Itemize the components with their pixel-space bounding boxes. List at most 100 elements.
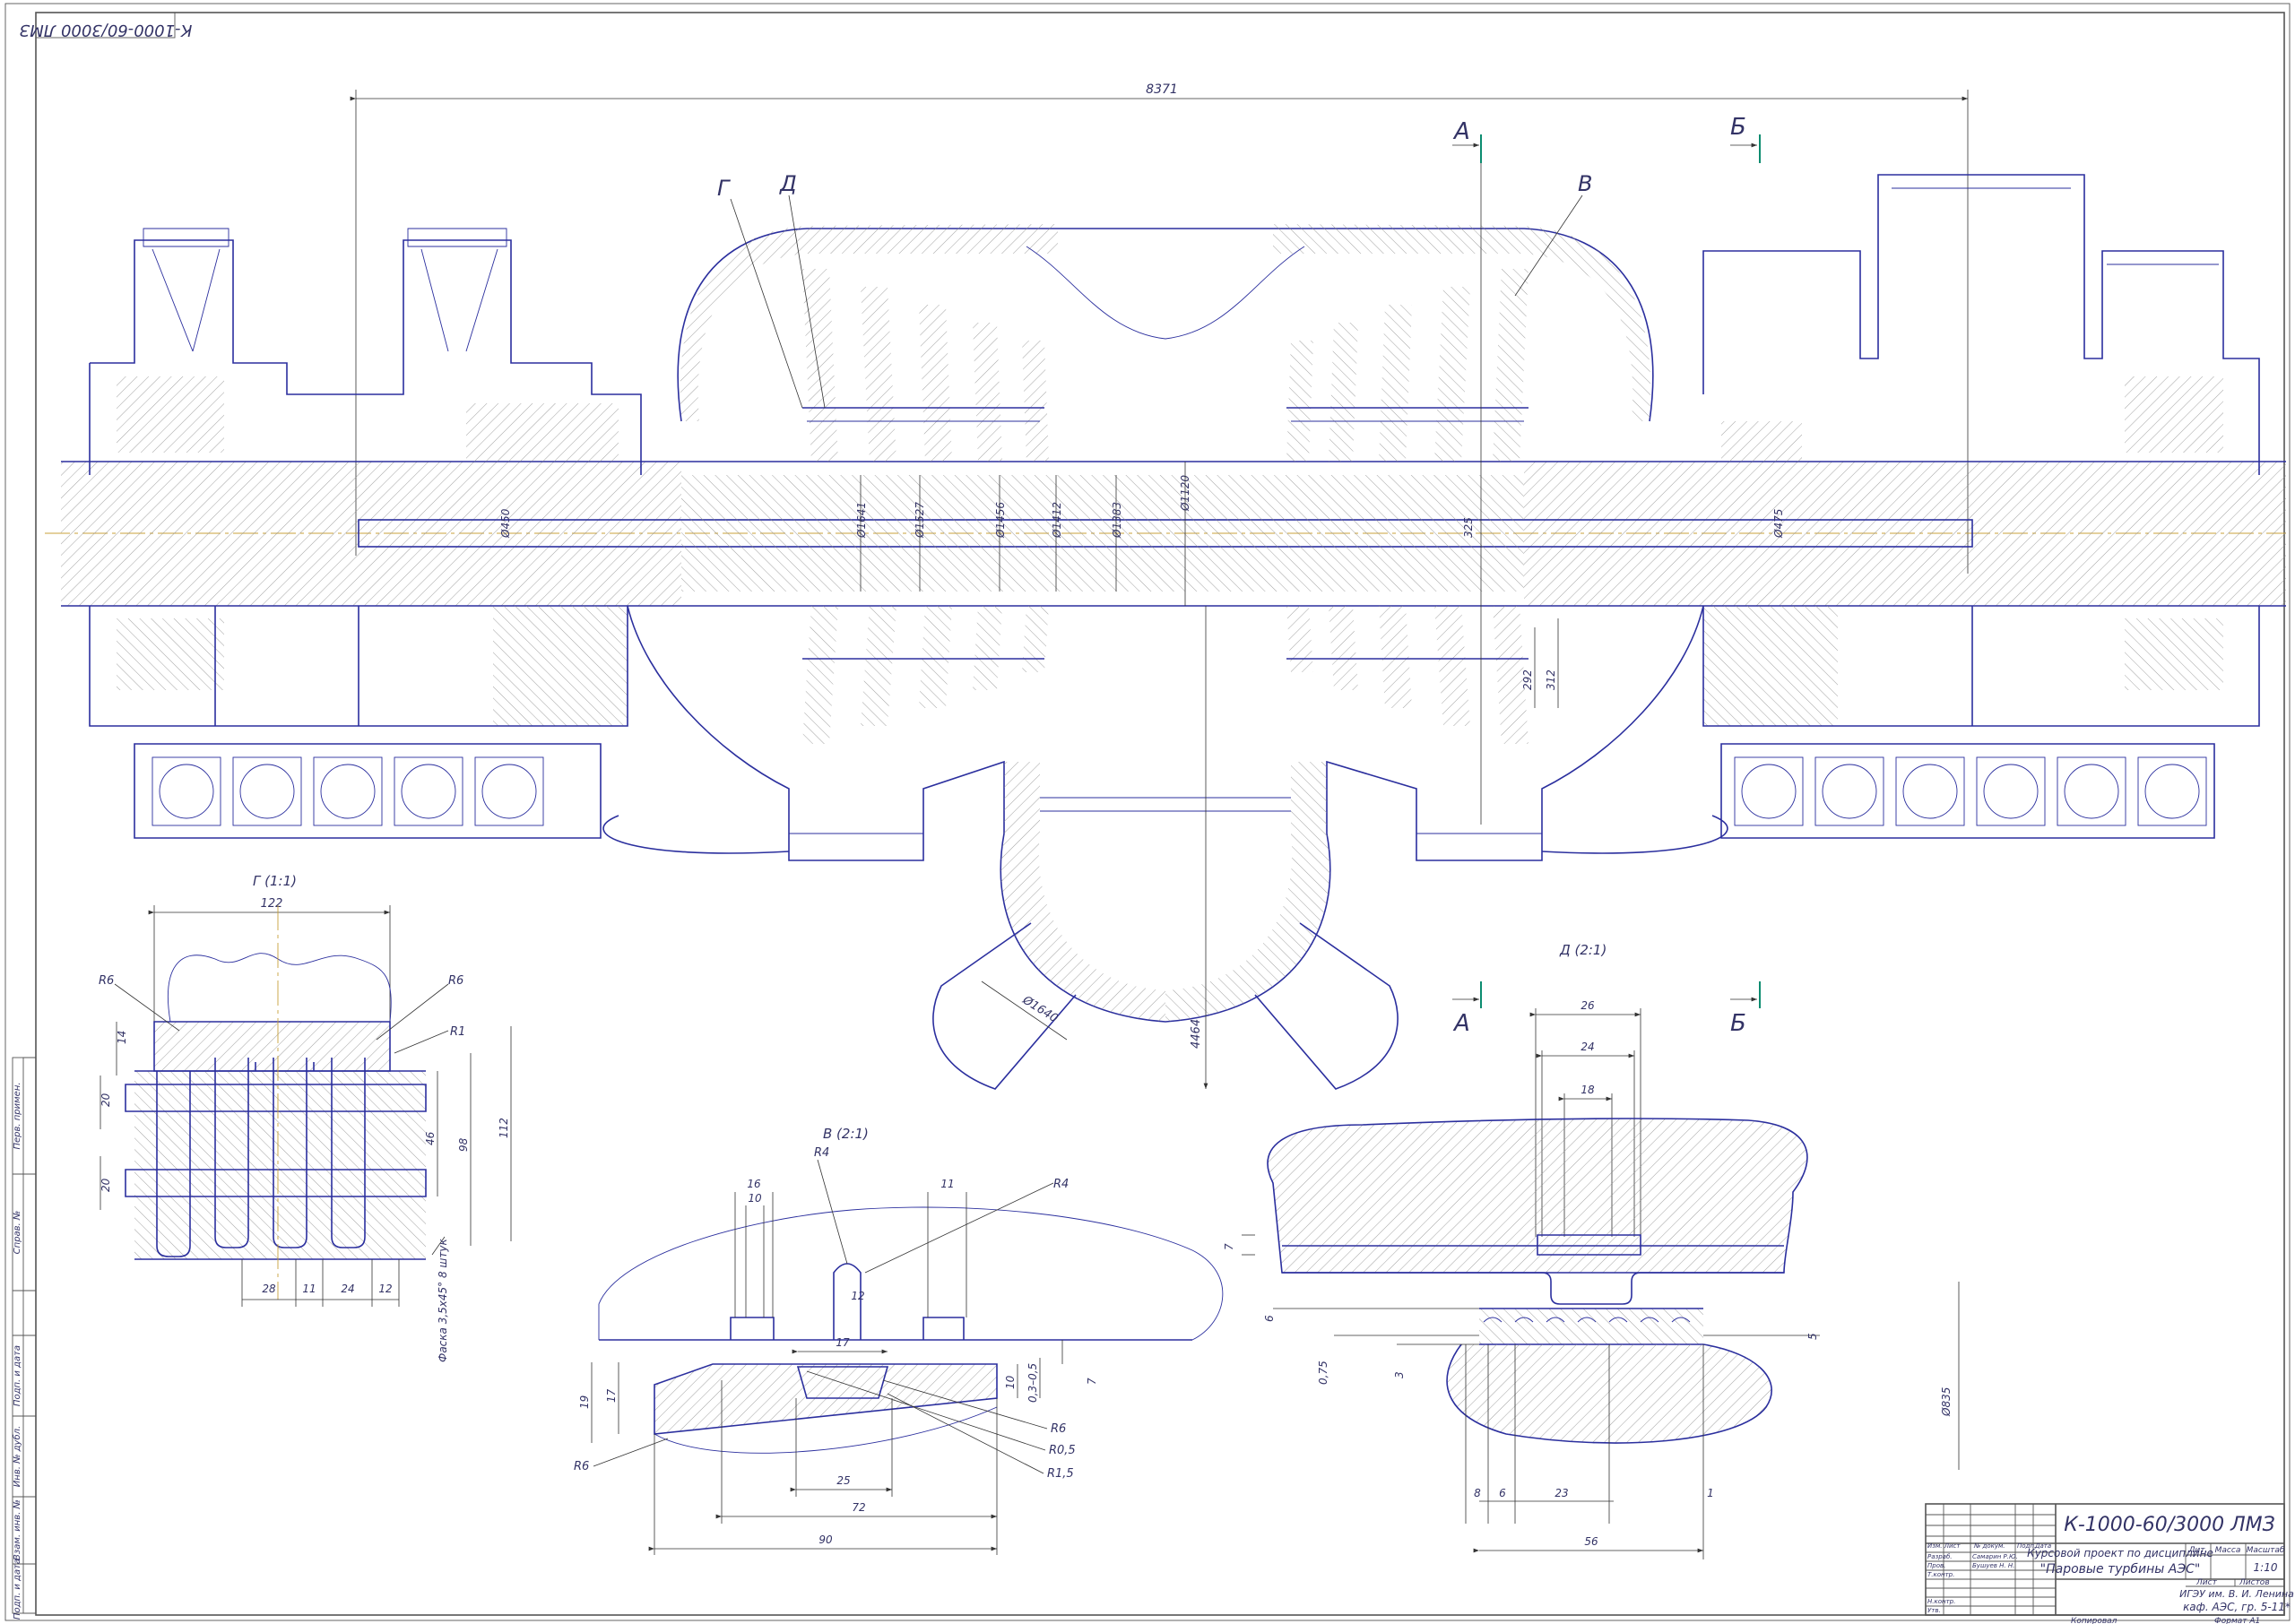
title-row-2-role: Пров. [1927, 1562, 1945, 1569]
detail-d: Д (2:1) 26 24 18 7 6 0,75 3 5 Ø835 [1223, 942, 1960, 1559]
lp-cylinder: Ø1640 4464 [602, 224, 1728, 1090]
rotated-designation: К-1000-60/3000 ЛМЗ [19, 21, 192, 39]
title-description-1: Курсовой проект по дисциплине [2027, 1547, 2213, 1559]
detail-d-left-dim-2: 6 [1263, 1315, 1276, 1322]
detail-v-radius-4: R0,5 [1049, 1444, 1076, 1457]
title-sheet-label: Лист [2195, 1578, 2218, 1587]
detail-v-top-dim-1: 16 [747, 1178, 761, 1190]
strip-label-2: Справ. № [13, 1211, 22, 1255]
detail-g-radius-2: R6 [448, 974, 463, 988]
detail-g-chamfer-note: Фаска 3,5х45° 8 штук [437, 1239, 449, 1362]
detail-d-bottom-dim-5: 56 [1584, 1535, 1598, 1548]
detail-v-bottom-dim-2: 72 [852, 1501, 865, 1514]
detail-v-top-dim-2: 10 [748, 1192, 762, 1205]
detail-v-mid-dim-2: 10 [1004, 1375, 1017, 1389]
detail-d-left-dim-4: 3 [1393, 1371, 1406, 1378]
foundation-frame-right [1734, 756, 2207, 826]
detail-g-title: Г (1:1) [253, 873, 297, 889]
detail-v: В (2:1) 16 10 11 12 R4 R4 17 10 0,3–0,5 … [574, 1126, 1224, 1555]
diameter-dim-8: 325 [1462, 517, 1475, 538]
title-row-1-name: Самарин Р.Ю. [1972, 1553, 2018, 1560]
title-row-0-sign: Подп. [2017, 1542, 2036, 1550]
title-scale-value: 1:10 [2254, 1561, 2278, 1574]
title-description-2: "Паровые турбины АЭС" [2040, 1562, 2201, 1576]
section-mark-a-bottom: А [1452, 1010, 1470, 1037]
height-dim: 4464 [1190, 1019, 1203, 1049]
blade-stages-top [802, 269, 1529, 462]
detail-v-left-dim-1: 19 [578, 1395, 591, 1409]
front-bearing-housing [89, 228, 642, 839]
title-block: К-1000-60/3000 ЛМЗ Курсовой проект по ди… [1925, 1503, 2294, 1624]
section-mark-b-bottom: Б [1730, 1010, 1746, 1037]
detail-v-top-dim-4: 12 [851, 1290, 864, 1302]
foundation-frame-left [152, 756, 544, 826]
strip-label-6: Подп. и дата [13, 1559, 22, 1620]
view-mark-d: Д [779, 171, 797, 196]
view-mark-v: В [1578, 171, 1592, 196]
section-mark-a-top: А [1452, 118, 1470, 145]
detail-g-radius-3: R1 [450, 1025, 465, 1039]
rotor-diameters: Ø450 Ø1641 Ø1527 Ø1456 Ø1412 Ø1383 Ø1120… [499, 462, 1785, 606]
copied-label: Копировал [2071, 1617, 2117, 1624]
detail-g-bottom-dim-3: 24 [341, 1283, 354, 1295]
detail-d-top-dim-3: 18 [1581, 1084, 1595, 1096]
detail-g-left-dim-3: 20 [100, 1178, 112, 1192]
title-row-1-role: Разраб. [1927, 1553, 1953, 1560]
side-dims: 292 312 [1521, 618, 1559, 708]
title-row-2-name: Бушуев Н. Н. [1972, 1562, 2014, 1569]
detail-v-title: В (2:1) [823, 1126, 869, 1142]
diameter-dim-2: Ø1641 [855, 502, 868, 539]
detail-v-radius-2: R4 [1053, 1178, 1069, 1191]
diameter-dim-4: Ø1456 [994, 502, 1007, 539]
detail-d-top-dim-1: 26 [1581, 999, 1595, 1012]
strip-label-5: Взам. инв. № [13, 1499, 22, 1560]
detail-v-left-dim-2: 17 [605, 1388, 618, 1403]
turbine-section: 8371 [45, 82, 2286, 1090]
format-label: Формат А1 [2214, 1617, 2260, 1624]
detail-g-bottom-dim-4: 12 [378, 1283, 392, 1295]
strip-label-4: Инв. № дубл. [12, 1426, 22, 1487]
detail-d-left-dim-1: 7 [1223, 1243, 1235, 1250]
title-row-5-role: Утв. [1927, 1607, 1941, 1614]
detail-g-right-dim-1: 46 [424, 1131, 437, 1145]
detail-g-bottom-dim-1: 28 [262, 1283, 276, 1295]
sheet-frame: К-1000-60/3000 ЛМЗ [4, 3, 2291, 1621]
title-designation: К-1000-60/3000 ЛМЗ [2064, 1514, 2275, 1536]
title-row-0-role: Изм. Лист [1927, 1542, 1961, 1550]
detail-v-radius-1: R4 [814, 1146, 829, 1160]
detail-v-bottom-dim-1: 25 [836, 1474, 850, 1487]
detail-v-radius-6: R6 [574, 1460, 589, 1473]
section-marks: А Б А Б [1452, 114, 1761, 1037]
side-dim-2: 312 [1545, 669, 1557, 690]
title-row-3-role: Т.контр. [1927, 1571, 1954, 1578]
section-mark-b-top: Б [1730, 114, 1746, 141]
detail-d-right-dim-2: Ø835 [1940, 1387, 1953, 1417]
diameter-dim-9: Ø475 [1772, 509, 1785, 539]
detail-d-bottom-dim-3: 23 [1555, 1487, 1568, 1499]
title-lit-header: Лит. [2188, 1546, 2208, 1555]
detail-v-top-dim-3: 11 [940, 1178, 954, 1190]
side-dim-1: 292 [1521, 669, 1534, 690]
detail-v-radius-5: R1,5 [1047, 1467, 1074, 1481]
diameter-dim-5: Ø1412 [1051, 502, 1063, 539]
detail-g-right-dim-2: 98 [457, 1137, 470, 1152]
title-organization-1: ИГЭУ им. В. И. Ленина [2179, 1588, 2294, 1600]
strip-label-3: Подп. и дата [13, 1345, 22, 1406]
diameter-dim-6: Ø1383 [1111, 502, 1123, 539]
detail-d-bottom-dim-1: 8 [1474, 1487, 1481, 1499]
detail-g-left-dim-2: 20 [100, 1093, 112, 1107]
blade-stages-bottom [802, 606, 1529, 744]
diameter-dim-1: Ø450 [499, 508, 512, 539]
detail-g-bottom-dim-2: 11 [302, 1283, 316, 1295]
view-marks: Г Д В [717, 171, 1592, 409]
title-organization-2: каф. АЭС, гр. 5-11* [2183, 1601, 2291, 1613]
left-strip: Перв. примен. Справ. № Подп. и дата Инв.… [12, 1057, 37, 1620]
title-row-0-name: № докум. [1973, 1542, 2005, 1550]
detail-g-width-dim: 122 [261, 897, 283, 911]
detail-v-mid-dim-1: 17 [836, 1336, 850, 1349]
title-sheets-label: Листов [2239, 1578, 2270, 1587]
title-row-0-date: Дата [2034, 1542, 2051, 1550]
detail-d-title: Д (2:1) [1559, 942, 1606, 958]
title-row-4-role: Н.контр. [1927, 1598, 1955, 1605]
detail-g-left-dim-1: 14 [116, 1031, 128, 1044]
